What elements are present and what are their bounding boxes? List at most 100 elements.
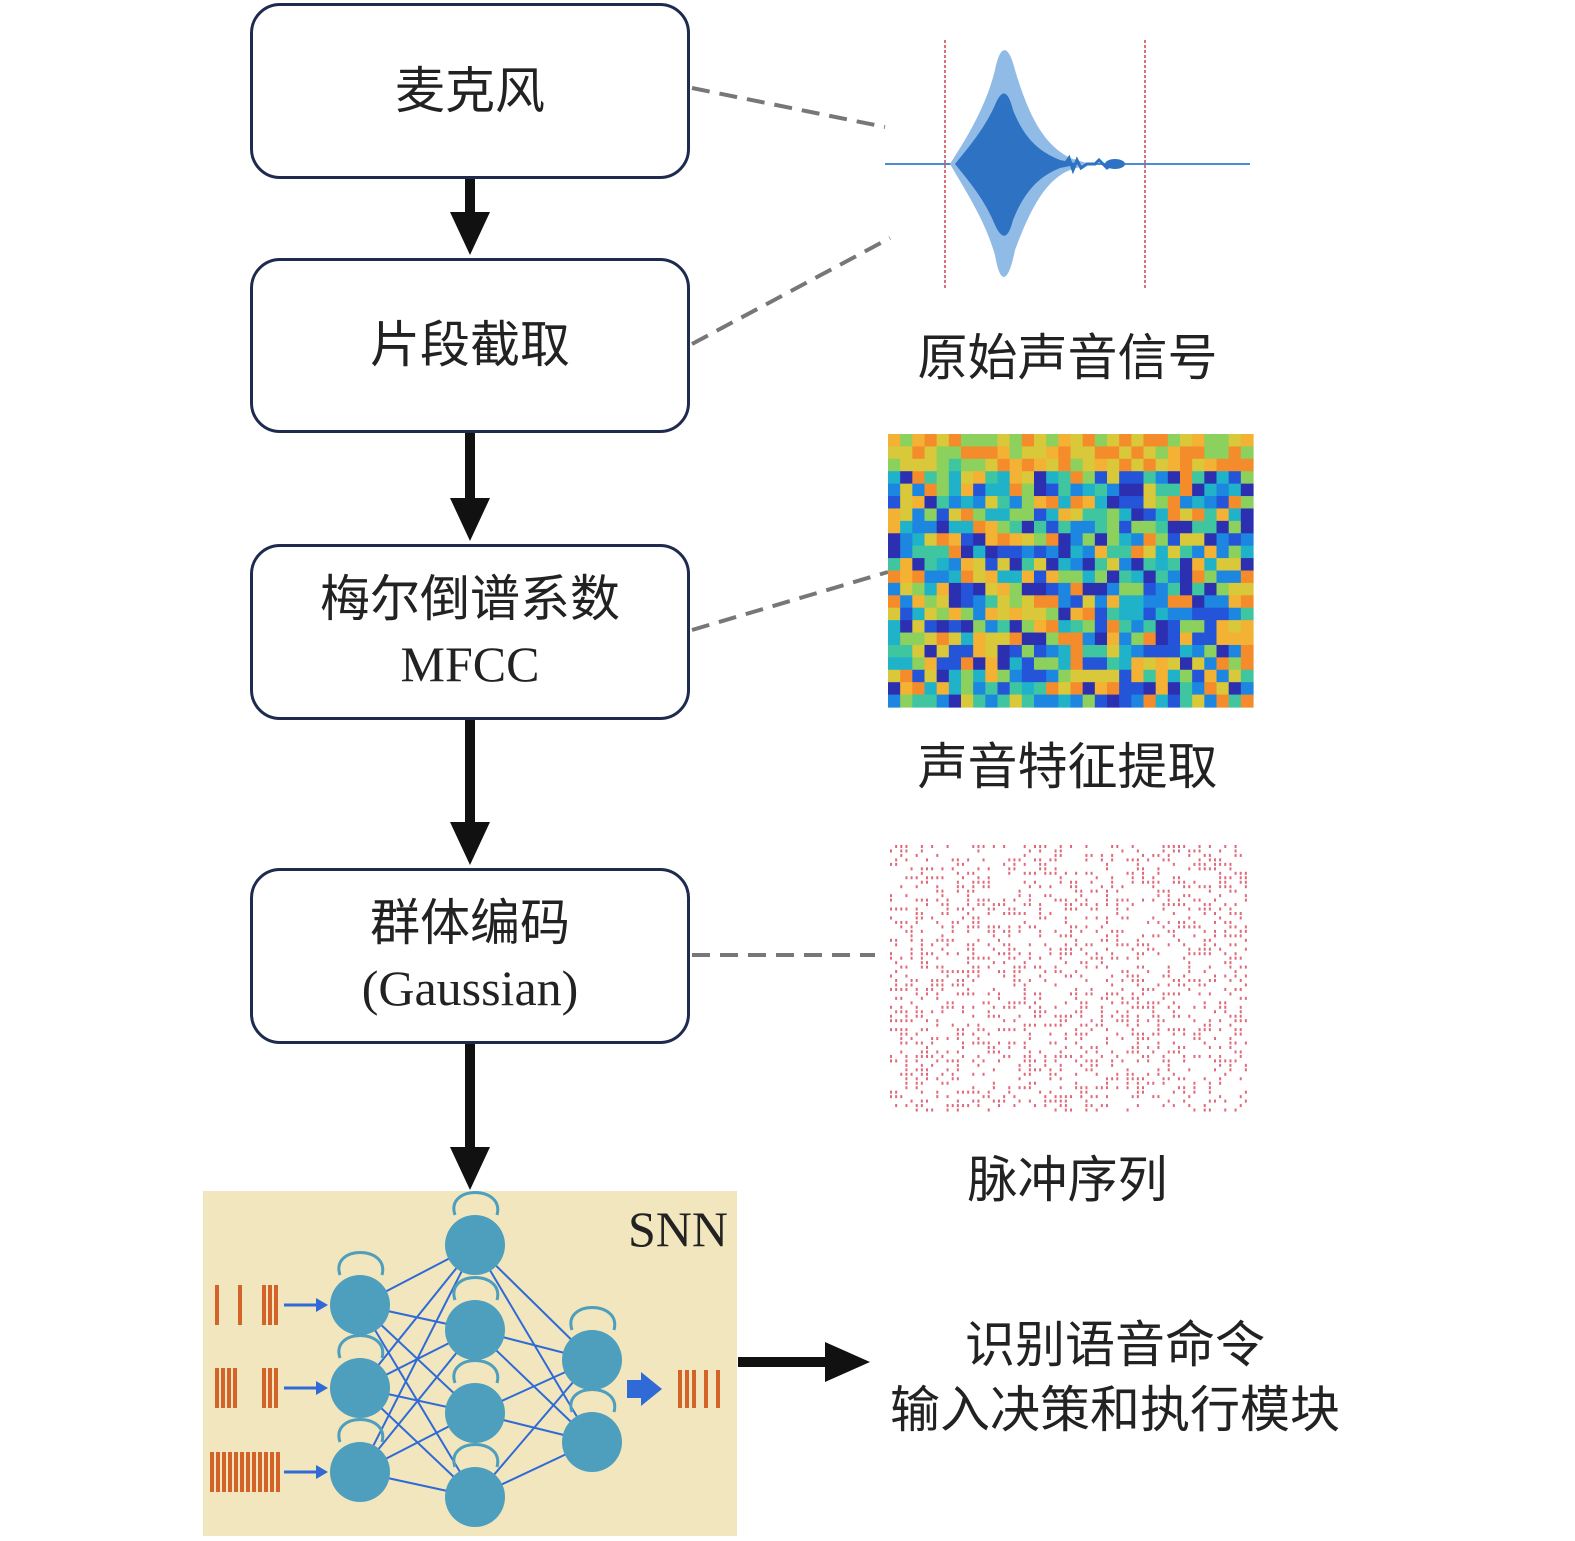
spike-dot — [1157, 1019, 1160, 1023]
heatmap-cell — [997, 558, 1011, 572]
spike-dot — [1054, 1095, 1057, 1099]
heatmap-cell — [1204, 496, 1218, 510]
spike-dot — [1075, 1028, 1078, 1032]
heatmap-cell — [888, 434, 901, 448]
spike-dot — [941, 979, 944, 982]
spike-dot — [1064, 1099, 1067, 1103]
heatmap-cell — [1192, 607, 1205, 621]
spike-dot — [1080, 974, 1083, 978]
spike-dot — [936, 938, 939, 942]
spike-dot — [941, 970, 944, 974]
spike-dot — [1142, 1077, 1144, 1081]
spike-dot — [1239, 1028, 1242, 1032]
heatmap-cell — [912, 545, 926, 559]
heatmap-cell — [1082, 508, 1096, 522]
heatmap-cell — [888, 533, 901, 547]
heatmap-cell — [900, 607, 913, 621]
spike-dot — [1095, 1059, 1098, 1063]
spike-dot — [1208, 845, 1211, 848]
heatmap-cell — [1131, 620, 1145, 634]
spike-dot — [951, 1104, 954, 1108]
raw-signal-caption: 原始声音信号 — [917, 329, 1218, 387]
heatmap-cell — [1240, 682, 1254, 696]
encoding-box: 群体编码 (Gaussian) — [250, 868, 690, 1044]
spike-dot — [1136, 952, 1139, 956]
spike-dot — [1178, 849, 1180, 853]
heatmap-cell — [1082, 582, 1096, 596]
heatmap-cell — [1082, 471, 1096, 485]
spike-dot — [998, 992, 1000, 996]
spike-dot — [900, 1095, 903, 1099]
heatmap-cell — [1216, 446, 1230, 460]
heatmap-cell — [1192, 570, 1205, 584]
heatmap-cell — [1107, 434, 1120, 448]
heatmap-cell — [973, 595, 986, 609]
spike-dot — [900, 956, 903, 960]
spike-dot — [926, 1068, 928, 1072]
spike-dot — [1111, 956, 1114, 960]
heatmap-cell — [997, 545, 1011, 559]
heatmap-cell — [961, 533, 974, 547]
spike-dot — [1203, 929, 1206, 933]
spike-dot — [1183, 1099, 1186, 1103]
spike-dot — [972, 970, 975, 974]
spike-dot — [1183, 1090, 1186, 1094]
spike-dot — [1157, 1046, 1160, 1049]
heatmap-cell — [1107, 644, 1120, 658]
spike-dot — [1172, 1028, 1175, 1032]
heatmap-cell — [997, 620, 1011, 634]
spike-dot — [1193, 1108, 1196, 1112]
spike-dot — [936, 956, 939, 960]
spike-dot — [1239, 1077, 1242, 1081]
spike-dot — [1008, 1005, 1011, 1009]
spike-dot — [1049, 858, 1052, 862]
heatmap-cell — [888, 682, 901, 696]
spike-dot — [1162, 858, 1165, 862]
spike-dot — [1234, 871, 1237, 875]
spike-dot — [1203, 952, 1206, 956]
spike-dot — [1023, 987, 1026, 991]
spike-dot — [967, 961, 970, 965]
spike-dot — [936, 885, 939, 889]
spike-dot — [962, 876, 964, 880]
spike-dot — [920, 871, 923, 875]
input-spike-bar — [268, 1368, 272, 1408]
spike-dot — [1229, 943, 1232, 947]
heatmap-cell — [1107, 669, 1120, 683]
spike-dot — [1075, 987, 1078, 991]
spike-dot — [910, 938, 913, 942]
spike-dot — [1106, 1081, 1108, 1085]
spike-dot — [956, 920, 959, 924]
heatmap-cell — [1131, 471, 1145, 485]
spike-dot — [1100, 1054, 1103, 1058]
heatmap-cell — [1143, 694, 1157, 708]
spike-dot — [972, 1059, 975, 1063]
heatmap-cell — [1058, 520, 1072, 534]
spike-dot — [915, 898, 918, 902]
heatmap-cell — [997, 582, 1011, 596]
spike-dot — [1188, 961, 1191, 965]
heatmap-cell — [924, 694, 938, 708]
spike-dot — [987, 1095, 990, 1099]
spike-dot — [890, 1090, 892, 1094]
spike-dot — [1090, 1104, 1093, 1108]
heatmap-cell — [1204, 483, 1218, 497]
heatmap-cell — [1155, 446, 1169, 460]
spike-dot — [1172, 862, 1175, 866]
heatmap-cell — [1046, 669, 1059, 683]
spike-dot — [1044, 943, 1047, 947]
spike-dot — [910, 1099, 913, 1103]
spike-dot — [1131, 858, 1134, 862]
spike-dot — [1095, 1095, 1098, 1099]
heatmap-cell — [948, 446, 962, 460]
heatmap-cell — [1046, 682, 1059, 696]
spike-dot — [1054, 970, 1057, 974]
spike-dot — [1214, 1037, 1216, 1041]
spike-dot — [905, 983, 908, 987]
heatmap-cell — [1192, 458, 1205, 472]
spike-dot — [931, 1108, 934, 1112]
spike-dot — [931, 845, 934, 848]
heatmap-cell — [997, 508, 1011, 522]
spike-dot — [1090, 1059, 1093, 1063]
heatmap-cell — [1021, 471, 1035, 485]
